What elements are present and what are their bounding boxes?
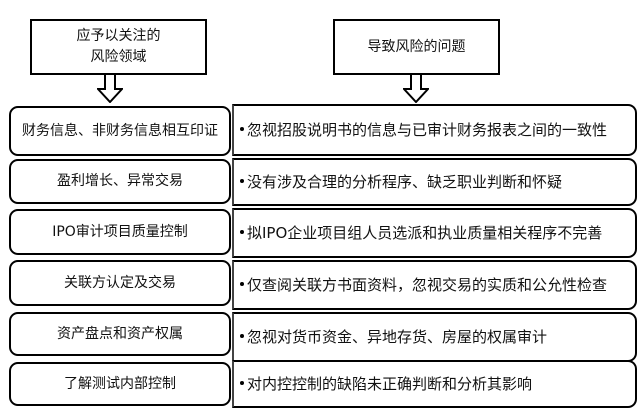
problem-box: 没有涉及合理的分析程序、缺乏职业判断和怀疑 <box>232 158 637 206</box>
problem-box: 拟IPO企业项目组人员选派和执业质量相关程序不完善 <box>232 208 637 258</box>
header-risk-areas-line2: 风险领域 <box>90 49 147 65</box>
bullet-icon <box>240 127 244 131</box>
bullet-icon <box>240 334 244 338</box>
risk-area-box: 盈利增长、异常交易 <box>9 159 231 204</box>
problem-label: 拟IPO企业项目组人员选派和执业质量相关程序不完善 <box>247 224 603 242</box>
risk-area-label: IPO审计项目质量控制 <box>52 223 188 240</box>
problem-label: 没有涉及合理的分析程序、缺乏职业判断和怀疑 <box>247 173 563 191</box>
header-risk-areas-line1: 应予以关注的 <box>76 28 161 44</box>
risk-area-label: 了解测试内部控制 <box>64 375 176 392</box>
bullet-icon <box>240 179 244 183</box>
risk-area-box: 了解测试内部控制 <box>9 362 231 406</box>
problem-label: 对内控控制的缺陷未正确判断和分析其影响 <box>247 375 533 393</box>
risk-area-label: 关联方认定及交易 <box>64 274 176 291</box>
risk-area-box: 关联方认定及交易 <box>9 260 231 306</box>
bullet-icon <box>240 282 244 286</box>
down-arrow-icon <box>97 73 123 103</box>
header-risk-areas: 应予以关注的 风险领域 <box>30 19 207 75</box>
problem-box: 忽视招股说明书的信息与已审计财务报表之间的一致性 <box>232 104 637 156</box>
bullet-icon <box>240 230 244 234</box>
problem-label: 忽视招股说明书的信息与已审计财务报表之间的一致性 <box>247 121 608 139</box>
risk-area-label: 盈利增长、异常交易 <box>57 173 183 189</box>
problem-box: 对内控控制的缺陷未正确判断和分析其影响 <box>232 360 637 408</box>
risk-area-label: 财务信息、非财务信息相互印证 <box>22 122 218 139</box>
problem-label: 忽视对货币资金、异地存货、房屋的权属审计 <box>247 328 548 346</box>
bullet-icon <box>240 381 244 385</box>
problem-label: 仅查阅关联方书面资料，忽视交易的实质和公允性检查 <box>247 276 608 294</box>
problem-box: 仅查阅关联方书面资料，忽视交易的实质和公允性检查 <box>232 260 637 310</box>
header-problems-label: 导致风险的问题 <box>367 38 466 55</box>
header-problems: 导致风险的问题 <box>333 19 500 75</box>
risk-area-label: 资产盘点和资产权属 <box>57 325 183 342</box>
problem-box: 忽视对货币资金、异地存货、房屋的权属审计 <box>232 312 637 362</box>
risk-area-box: 财务信息、非财务信息相互印证 <box>9 106 231 156</box>
down-arrow-icon <box>403 73 429 103</box>
risk-area-box: 资产盘点和资产权属 <box>9 312 231 356</box>
risk-area-box: IPO审计项目质量控制 <box>9 209 231 255</box>
